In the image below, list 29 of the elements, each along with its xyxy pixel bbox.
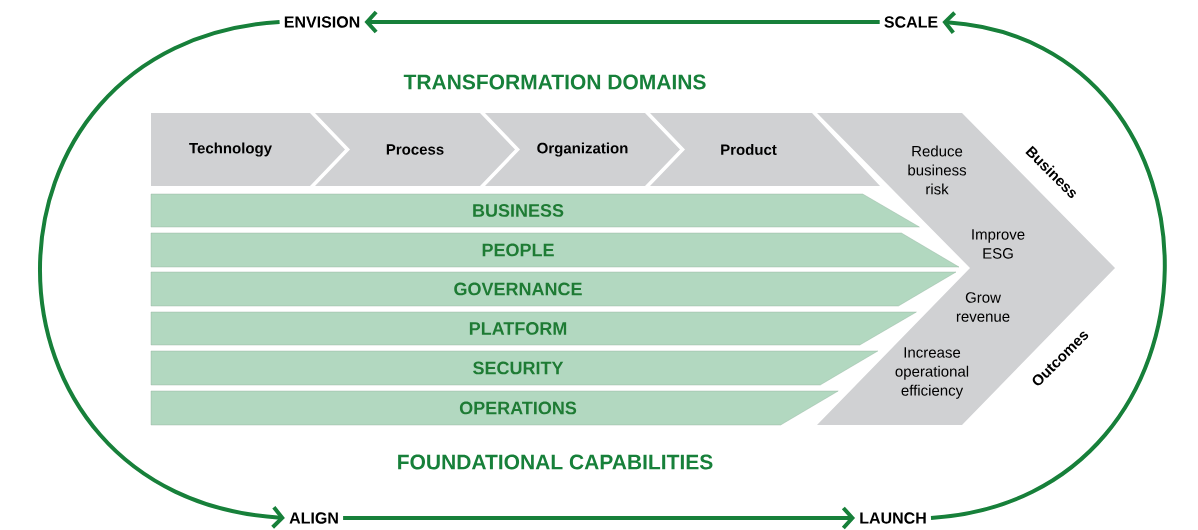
arrow: [930, 11, 1167, 520]
arrow: [38, 20, 285, 529]
stage-label: ENVISION: [284, 16, 360, 28]
domain-segment: Organization: [485, 113, 680, 186]
domain-segment: Product: [650, 113, 880, 186]
node-label: Process: [386, 144, 444, 155]
outcomes-panel: [817, 113, 1115, 425]
node-label: Technology: [189, 142, 272, 157]
outcome-text: Grow revenue: [956, 292, 1010, 322]
outcome-text: Improve ESG: [972, 229, 1025, 259]
node-label: Product: [721, 143, 777, 155]
capability-bar: GOVERNANCE: [150, 271, 957, 307]
node-label: Organization: [537, 142, 628, 157]
capability-bar: PEOPLE: [150, 232, 960, 268]
capability-bar: PLATFORM: [150, 311, 917, 346]
domain-segment: Technology: [151, 113, 345, 186]
arrow: [364, 10, 880, 34]
section-heading: FOUNDATIONAL CAPABILITIES: [398, 454, 713, 470]
capability-bar: SECURITY: [150, 350, 878, 386]
stage-label: ALIGN: [289, 512, 338, 524]
stage-label: LAUNCH: [860, 512, 926, 524]
stage-label: SCALE: [884, 16, 938, 28]
outcome-text: Increase operational efficiency: [895, 347, 969, 399]
capability-bar: BUSINESS: [150, 193, 920, 228]
domain-segment: Process: [315, 113, 515, 186]
section-heading: TRANSFORMATION DOMAINS: [403, 74, 706, 90]
outcome-text: Reduce business risk: [908, 145, 967, 195]
capability-bar: OPERATIONS: [150, 390, 839, 426]
arrow: [343, 506, 856, 530]
